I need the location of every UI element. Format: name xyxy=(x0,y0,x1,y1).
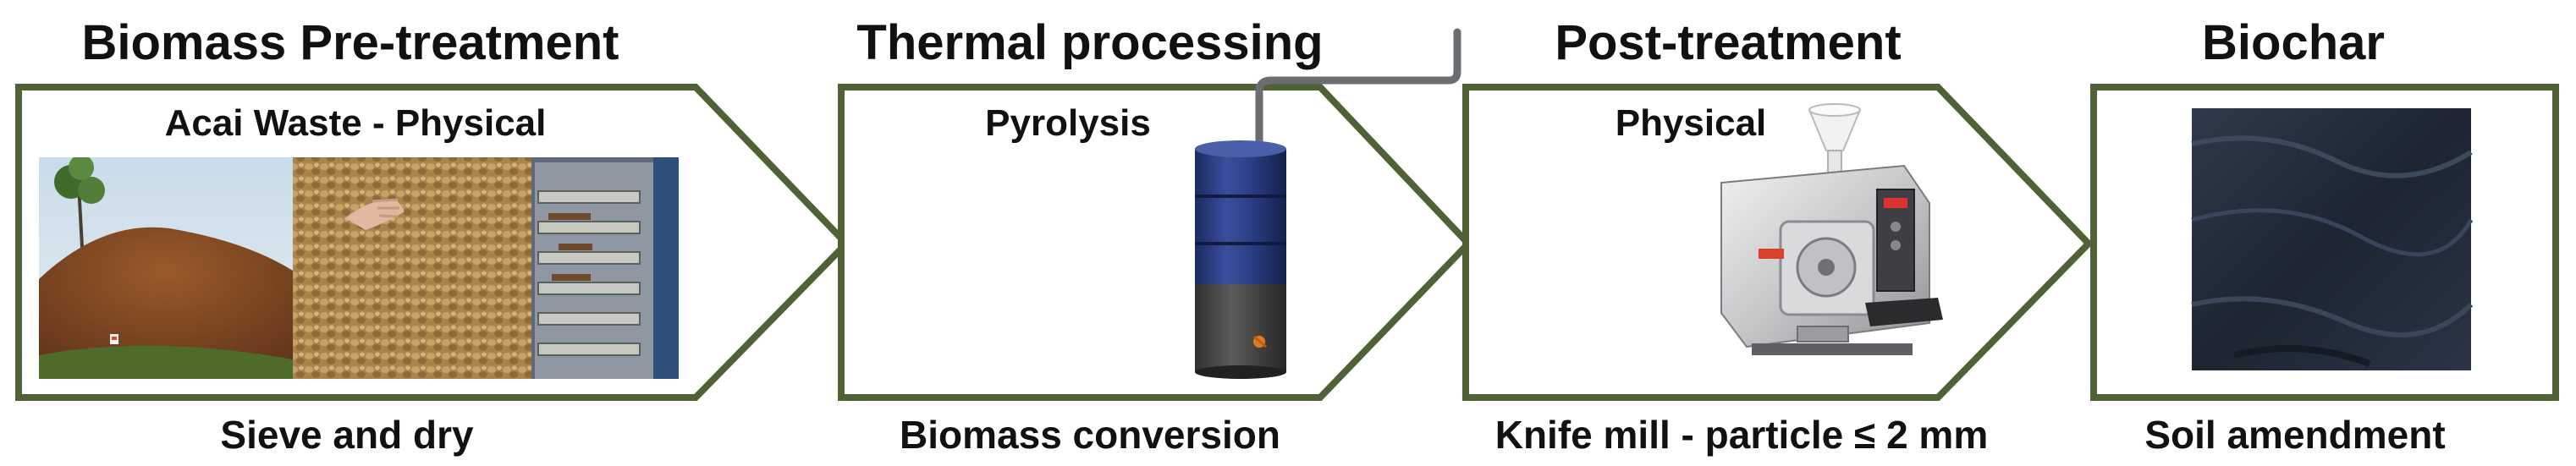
drying-oven-photo xyxy=(531,157,679,379)
stage-pretreatment: Biomass Pre-treatment Acai Waste - Physi… xyxy=(15,15,851,457)
stage-post-treatment: Post-treatment Physical Knife mill xyxy=(1462,15,2094,457)
stage-title: Post-treatment xyxy=(1555,15,1901,70)
acai-waste-pile-photo xyxy=(39,157,293,379)
knife-mill-illustration xyxy=(1720,103,1943,355)
stage-title: Biochar xyxy=(2202,15,2385,70)
biochar-photo xyxy=(2191,108,2474,370)
stage-caption: Biomass conversion xyxy=(900,413,1280,457)
stage-biochar: Biochar Soil amendment xyxy=(2090,15,2559,457)
pyrolysis-reactor-illustration xyxy=(1195,28,1461,379)
stage-subtitle: Physical xyxy=(1616,102,1767,144)
stage-title: Thermal processing xyxy=(856,15,1323,70)
stage-caption: Knife mill - particle ≤ 2 mm xyxy=(1495,413,1989,457)
stage-thermal: Thermal processing Pyrolysis Biomass con… xyxy=(838,15,1473,457)
stage-caption: Soil amendment xyxy=(2144,413,2445,457)
stage-title: Biomass Pre-treatment xyxy=(82,15,619,70)
stage-arrow-shape xyxy=(838,84,1473,401)
stage-subtitle: Acai Waste - Physical xyxy=(165,102,547,144)
stage-caption: Sieve and dry xyxy=(220,413,474,457)
acai-seeds-hand-photo xyxy=(293,157,531,379)
stage-subtitle: Pyrolysis xyxy=(985,102,1151,144)
